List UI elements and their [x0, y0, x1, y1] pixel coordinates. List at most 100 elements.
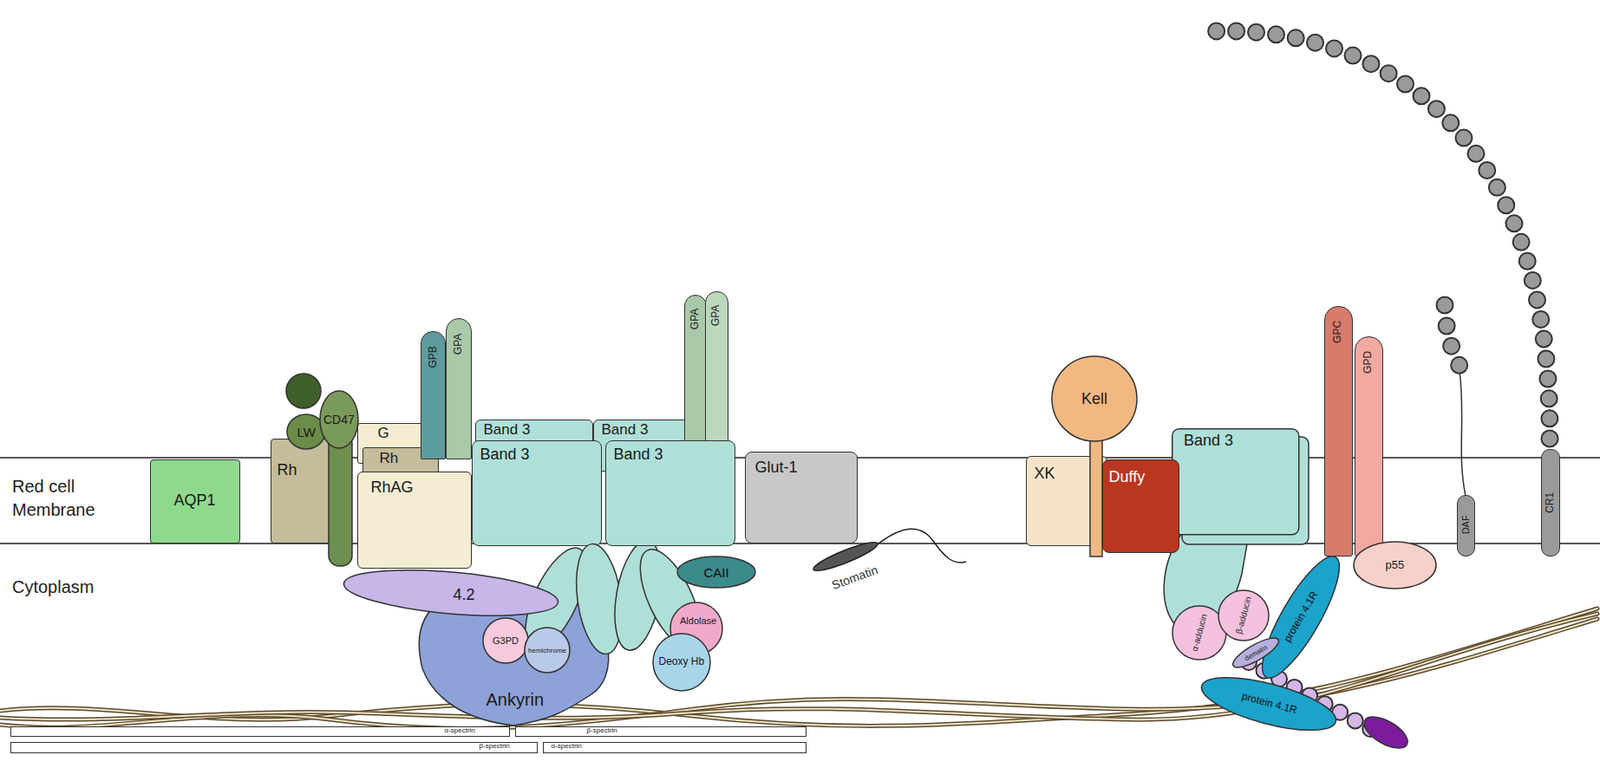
node-shape [1172, 429, 1300, 536]
node-shape [1090, 433, 1103, 557]
cr1-anchor: CR1 [1541, 449, 1561, 557]
glycophorin-a: GPA [445, 318, 472, 460]
node-label: Deoxy Hb [659, 656, 706, 669]
node-shape [328, 433, 353, 567]
spectrin-bar: α-spectrin [10, 726, 510, 738]
node-label: DAF [1460, 515, 1472, 535]
node-shape [653, 633, 711, 692]
spectrin-strand [0, 608, 1598, 726]
node-label: Band 3 [613, 445, 664, 464]
node-label: XK [1034, 464, 1056, 484]
node-label: Aldolase [679, 615, 717, 627]
stomatin-protein: Stomatin [806, 537, 972, 590]
region-label: Red cell Membrane [12, 475, 110, 523]
water-channel: AQP1 [150, 459, 241, 544]
hemichrome-circle: hemichrome [523, 626, 571, 674]
node-label: hemichrome [528, 646, 567, 655]
region-label: Cytoplasm [12, 575, 94, 600]
node-label: Band 3 [483, 421, 531, 439]
node-shape [677, 556, 756, 588]
spectrin-bar: β-spectrin [10, 742, 538, 754]
spectrin-bar: α-spectrin [542, 742, 807, 754]
node-label: RhAG [371, 478, 414, 497]
spectrin-strand [0, 613, 1598, 720]
glycophorin-b: GPB [420, 331, 446, 460]
node-shape [341, 562, 560, 623]
glucose-transporter: Glut-1 [744, 451, 858, 544]
node-label: p55 [1385, 559, 1405, 573]
node-shape [1229, 633, 1283, 673]
hemoglobin-circle: Deoxy Hb [652, 633, 712, 693]
node-label: CAII [704, 565, 730, 581]
enzyme-circle: G3PD [482, 617, 529, 665]
cd47-protein: CD47 [319, 390, 360, 450]
glycophorin-a: GPA [684, 294, 707, 460]
carbonic-anhydrase: CAII [676, 555, 757, 589]
adducin-circle: β-adducin [1217, 589, 1270, 642]
node-shape [1249, 548, 1352, 688]
daf-domains [1444, 305, 1461, 368]
node-shape [320, 391, 359, 449]
node-label: Band 3 [1183, 431, 1234, 451]
node-label: GPA [689, 307, 702, 329]
node-label: 4.2 [453, 586, 476, 605]
glycophorin-d: GPD [1354, 336, 1384, 557]
node-label: CR1 [1544, 491, 1557, 513]
node-shape [524, 627, 570, 673]
node-shape [877, 528, 967, 563]
node-label: GPD [1362, 350, 1375, 373]
node-shape [1353, 542, 1437, 589]
node-label: Kell [1081, 390, 1108, 409]
node-shape [286, 373, 321, 409]
node-label: Band 3 [480, 445, 530, 464]
daf-anchor: DAF [1456, 495, 1476, 557]
node-label: LW [297, 424, 316, 440]
band3-protein: Band 3 [605, 440, 736, 547]
band3-protein: Band 3 [1171, 428, 1301, 536]
spectrin-bar: β-spectrin [515, 726, 807, 738]
node-shape [341, 568, 562, 618]
daf-domains [1444, 305, 1461, 368]
protein-4-1r: protein 4.1R [1199, 678, 1339, 731]
node-label: GPC [1332, 320, 1345, 343]
node-label: G3PD [492, 635, 519, 647]
node-shape [1196, 666, 1341, 742]
side-label: Red cell Membrane [12, 475, 110, 523]
glycophorin-c: GPC [1324, 306, 1353, 557]
tropomodulin-shape [1358, 711, 1412, 756]
node-label: Band 3 [601, 421, 649, 439]
node-label: CD47 [323, 412, 355, 427]
node-label: β-spectrin [587, 726, 618, 735]
node-label: GPB [426, 346, 439, 368]
spectrin-strand [0, 613, 1598, 720]
node-label: GPA [710, 304, 723, 326]
node-label: Rh [379, 450, 399, 468]
node-label: Glut-1 [755, 458, 798, 477]
node-label: Ankyrin [486, 690, 545, 711]
rhag-protein: RhAG [357, 471, 472, 569]
side-label: Cytoplasm [12, 575, 94, 600]
node-label: G [378, 424, 390, 443]
glycophorin-a: GPA [705, 291, 729, 460]
node-label: β-spectrin [479, 742, 510, 751]
p55-protein: p55 [1352, 541, 1437, 590]
node-label: AQP1 [174, 491, 216, 510]
node-shape [1218, 590, 1269, 641]
protein-4-2: 4.2 [341, 568, 562, 618]
dematin-protein: dematin [1229, 643, 1282, 663]
node-label: α-spectrin [551, 742, 582, 751]
node-label: Stomatin [829, 562, 879, 593]
daf-stalk [1459, 371, 1466, 497]
node-label: Duffy [1109, 468, 1146, 487]
node-shape [418, 585, 609, 726]
duffy-protein: Duffy [1102, 459, 1180, 554]
kell-protein: Kell [1051, 355, 1138, 443]
spectrin-strand [0, 608, 1598, 726]
node-label: Rh [277, 461, 298, 480]
spectrin-ropes [0, 608, 1598, 729]
band3-protein: Band 3 [471, 440, 602, 547]
node-label: α-spectrin [444, 726, 476, 735]
node-label: GPA [452, 333, 465, 354]
node-shape [483, 618, 529, 664]
